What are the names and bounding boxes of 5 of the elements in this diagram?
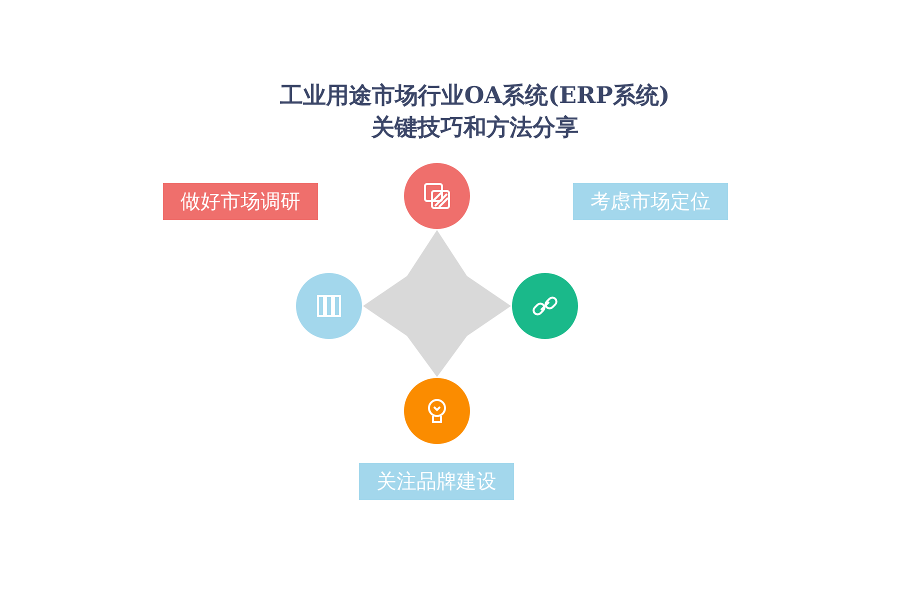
star-shape — [363, 230, 511, 377]
label-box: 考虑市场定位 — [573, 183, 728, 220]
title: 工业用途市场行业OA系统(ERP系统)关键技巧和方法分享 — [279, 81, 671, 143]
label-box: 做好市场调研 — [163, 183, 318, 220]
label-box: 关注品牌建设 — [359, 463, 514, 500]
